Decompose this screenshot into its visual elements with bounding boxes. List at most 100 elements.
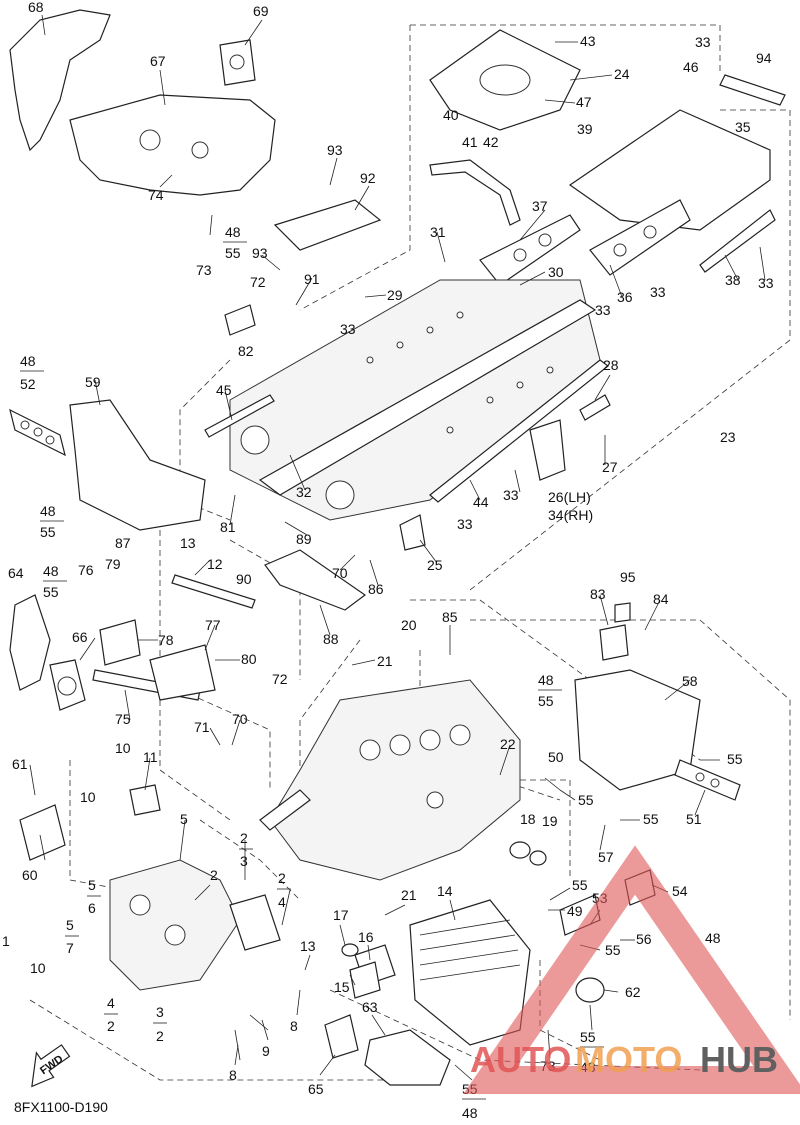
front-frame-part-68	[9, 9, 111, 152]
callout-45: 45	[216, 382, 232, 398]
strip-part-45	[204, 394, 275, 438]
callout-33: 33	[650, 284, 666, 300]
callout-62: 62	[625, 984, 641, 1000]
callout-25: 25	[427, 557, 443, 573]
callout-48: 48	[20, 353, 36, 369]
callout-61: 61	[12, 756, 28, 772]
callout-29: 29	[387, 287, 403, 303]
callout-67: 67	[150, 53, 166, 69]
callout-9: 9	[262, 1043, 270, 1059]
callout-72: 72	[250, 274, 266, 290]
callout-51: 51	[686, 811, 702, 827]
callout-6: 6	[88, 900, 96, 916]
callout-52: 52	[20, 376, 36, 392]
guard-part-59	[69, 399, 206, 531]
fwd-arrow-icon	[31, 1044, 71, 1088]
callout-55: 55	[538, 693, 554, 709]
callout-10: 10	[30, 960, 46, 976]
callout-10: 10	[80, 789, 96, 805]
callout-30: 30	[548, 264, 564, 280]
callout-77: 77	[205, 617, 221, 633]
callout-24: 24	[614, 66, 630, 82]
watermark: AUTO MOTO HUB	[463, 845, 800, 1094]
bracket-part-11	[129, 784, 161, 816]
callout-35: 35	[735, 119, 751, 135]
callout-91: 91	[304, 271, 320, 287]
callout-55: 55	[225, 245, 241, 261]
tube-part-40	[429, 159, 521, 226]
callout-74: 74	[148, 187, 164, 203]
bracket-part-26-34	[529, 419, 566, 481]
callout-43: 43	[580, 33, 596, 49]
leader-lines	[29, 14, 766, 1081]
callout-79: 79	[105, 556, 121, 572]
callout-20: 20	[401, 617, 417, 633]
cover-part-63	[364, 1029, 451, 1086]
bracket-part-83	[599, 624, 629, 661]
cover-part-64	[9, 594, 51, 691]
bolt-part-9	[249, 1014, 269, 1031]
callout-17: 17	[333, 907, 349, 923]
callout-63: 63	[362, 999, 378, 1015]
callout-18: 18	[520, 811, 536, 827]
callout-27: 27	[602, 459, 618, 475]
callout-55: 55	[605, 942, 621, 958]
callout-2: 2	[240, 830, 248, 846]
callout-5: 5	[180, 811, 188, 827]
callout-68: 68	[28, 0, 44, 15]
callout-3: 3	[240, 853, 248, 869]
callout-41: 41	[462, 134, 478, 150]
callout-59: 59	[85, 374, 101, 390]
callout-32: 32	[296, 484, 312, 500]
plate-part-92	[273, 199, 382, 251]
callout-48: 48	[40, 503, 56, 519]
callout-8: 8	[229, 1067, 237, 1083]
callout-7: 7	[66, 940, 74, 956]
front-chassis-part-1	[269, 679, 521, 881]
callout-16: 16	[358, 929, 374, 945]
plate-part-51	[674, 759, 741, 801]
callout-33: 33	[503, 487, 519, 503]
callout-55: 55	[572, 877, 588, 893]
callout-85: 85	[442, 609, 458, 625]
front-arm	[259, 789, 311, 831]
rail-part-38	[699, 209, 776, 273]
pulley-part-62	[575, 977, 605, 1003]
callout-2: 2	[107, 1018, 115, 1034]
callout-78: 78	[158, 632, 174, 648]
callout-1: 1	[2, 933, 10, 949]
callout-39: 39	[577, 121, 593, 137]
callout-92: 92	[360, 170, 376, 186]
watermark-hub: HUB	[700, 1039, 778, 1080]
callout-13: 13	[300, 938, 316, 954]
callout-21: 21	[377, 653, 393, 669]
callout-56: 56	[636, 931, 652, 947]
callout-19: 19	[542, 813, 558, 829]
callout-76: 76	[78, 562, 94, 578]
callout-75: 75	[115, 711, 131, 727]
callout-87: 87	[115, 535, 131, 551]
bracket-part-60	[19, 804, 66, 861]
callout-8: 8	[290, 1018, 298, 1034]
callout-80: 80	[241, 651, 257, 667]
bracket-part-78	[99, 619, 141, 666]
callout-90: 90	[236, 571, 252, 587]
callout-10: 10	[115, 740, 131, 756]
callout-11: 11	[143, 749, 158, 765]
callout-84: 84	[653, 591, 669, 607]
callout-81: 81	[220, 519, 236, 535]
rear-frame-part-35	[568, 109, 771, 231]
bolt-part-8	[234, 1029, 241, 1061]
callout-70: 70	[332, 565, 348, 581]
callout-33: 33	[758, 275, 774, 291]
callout-55: 55	[643, 811, 659, 827]
callout-40: 40	[443, 107, 459, 123]
callout-64: 64	[8, 565, 24, 581]
parts-linework	[9, 9, 786, 1086]
callout-37: 37	[532, 198, 548, 214]
callout-2: 2	[210, 867, 218, 883]
callout-33: 33	[695, 34, 711, 50]
callout-33: 33	[457, 516, 473, 532]
callout-36: 36	[617, 289, 633, 305]
callout-48: 48	[43, 563, 59, 579]
